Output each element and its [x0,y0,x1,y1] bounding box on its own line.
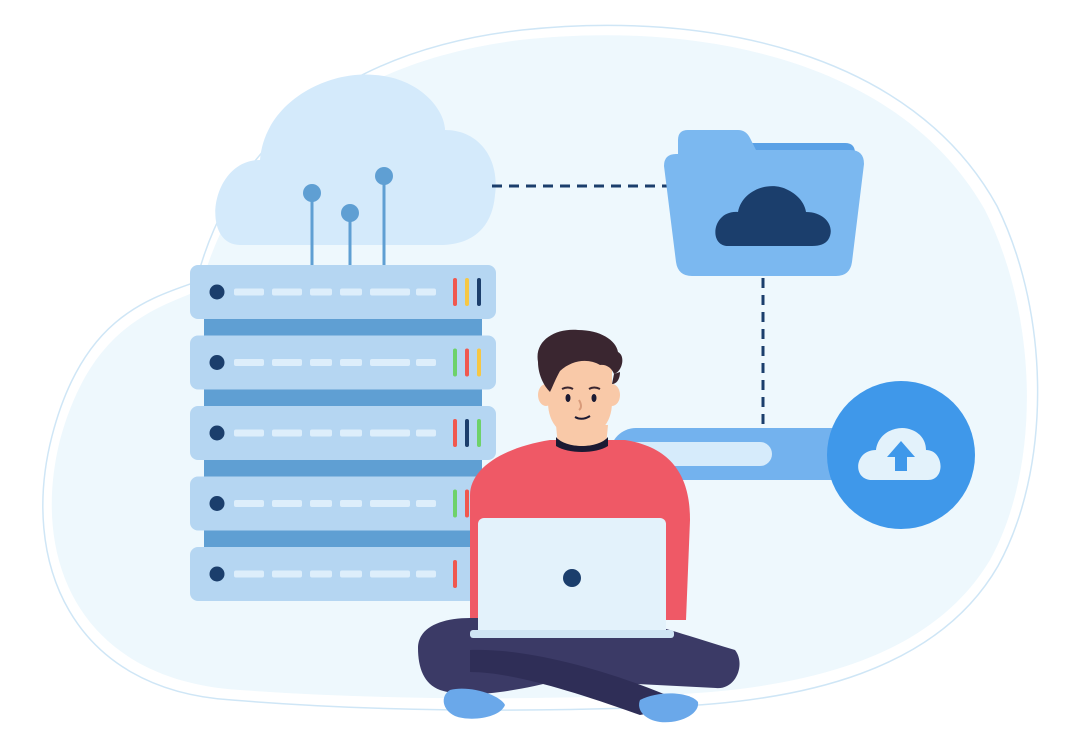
server-unit [190,335,496,408]
server-led [477,348,481,377]
hair [537,329,623,392]
laptop-logo-dot [563,569,581,587]
server-led [453,419,457,447]
server-led [465,419,469,447]
upload-cloud-icon [827,381,975,529]
server-led [477,419,481,447]
server-led [477,278,481,306]
server-status-dot [209,566,225,582]
right-sock [639,693,699,723]
folder-cloud-icon [664,130,864,276]
server-unit [190,547,496,601]
server-led [453,348,457,377]
cloud-icon [215,74,496,245]
server-led [453,489,457,518]
server-led [465,278,469,306]
server-unit [190,406,496,479]
server-unit [190,476,496,549]
server-status-dot [209,284,225,300]
antenna-group [303,167,393,268]
server-status-dot [209,496,225,511]
server-led [453,560,457,588]
server-led [465,348,469,377]
server-led [465,489,469,518]
left-sock [443,688,505,719]
server-status-dot [209,355,225,370]
server-rack [190,265,496,601]
server-led [453,278,457,306]
laptop [470,518,674,638]
person-with-laptop [418,329,740,723]
server-status-dot [209,425,225,441]
server-unit [190,265,496,338]
